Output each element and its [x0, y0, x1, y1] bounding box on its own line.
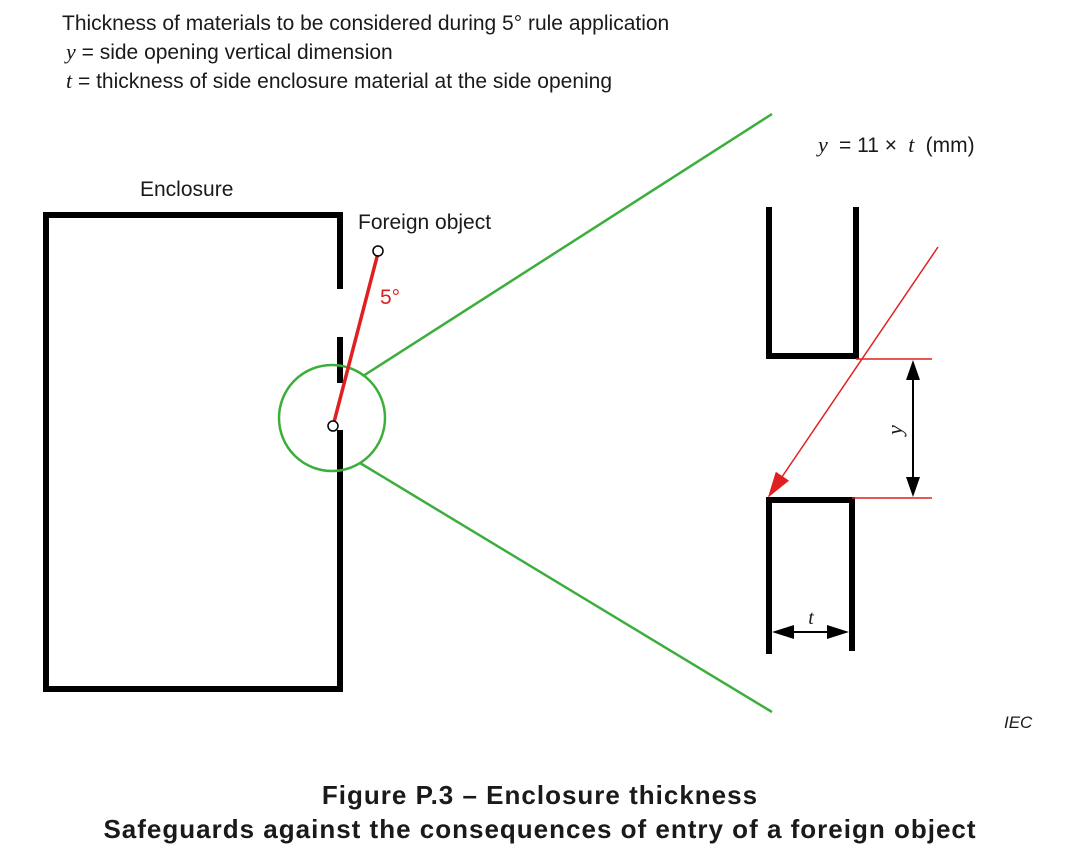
- angle-label: 5°: [380, 286, 400, 309]
- entry-path-arrow: [767, 246, 939, 498]
- formula-unit: (mm): [926, 134, 975, 157]
- figure-caption-subtitle: Safeguards against the consequences of e…: [103, 814, 977, 844]
- legend-y-text: = side opening vertical dimension: [81, 41, 393, 64]
- foreign-object-label: Foreign object: [358, 211, 491, 234]
- dimension-y: [906, 360, 920, 497]
- zoom-detail-lower-wall: [766, 497, 855, 654]
- enclosure-outline: [43, 212, 343, 692]
- legend-t-text: = thickness of side enclosure material a…: [77, 70, 613, 93]
- magnifier-circle: [277, 363, 387, 473]
- magnifier: [277, 112, 773, 714]
- formula-t: t: [908, 132, 915, 157]
- foreign-object-top-end: [372, 245, 384, 257]
- foreign-object-tip-end: [327, 420, 339, 432]
- legend-t-definition: t = thickness of side enclosure material…: [62, 67, 669, 96]
- legend-block: Thickness of materials to be considered …: [62, 10, 669, 96]
- magnifier-ray-bottom: [359, 461, 773, 714]
- dimension-t-label: t: [808, 607, 814, 629]
- legend-t-symbol: t: [66, 68, 73, 93]
- magnifier-ray-top: [362, 112, 773, 378]
- dimension-t-arrow-left: [772, 625, 794, 639]
- dimension-y-label: y: [882, 425, 907, 437]
- source-label: IEC: [1004, 713, 1033, 732]
- legend-title: Thickness of materials to be considered …: [62, 12, 670, 35]
- dimension-t-arrow-right: [827, 625, 849, 639]
- legend-y-definition: y = side opening vertical dimension: [62, 38, 669, 67]
- foreign-object: [327, 245, 384, 432]
- formula-y: y: [816, 132, 828, 157]
- red-reference-lines: [767, 246, 939, 499]
- enclosure-label: Enclosure: [140, 178, 233, 201]
- formula-rest: = 11 ×: [839, 134, 897, 157]
- figure-caption-title: Figure P.3 – Enclosure thickness: [321, 780, 759, 810]
- dimension-t: [772, 625, 849, 639]
- formula: y = 11 × t (mm): [816, 132, 975, 157]
- legend-y-symbol: y: [66, 39, 76, 64]
- zoom-detail-upper-wall: [766, 207, 859, 359]
- enclosure-upper-wall: [43, 212, 343, 692]
- dimension-y-arrow-top: [906, 360, 920, 380]
- dimension-y-arrow-bottom: [906, 477, 920, 497]
- foreign-object-probe: [331, 252, 380, 427]
